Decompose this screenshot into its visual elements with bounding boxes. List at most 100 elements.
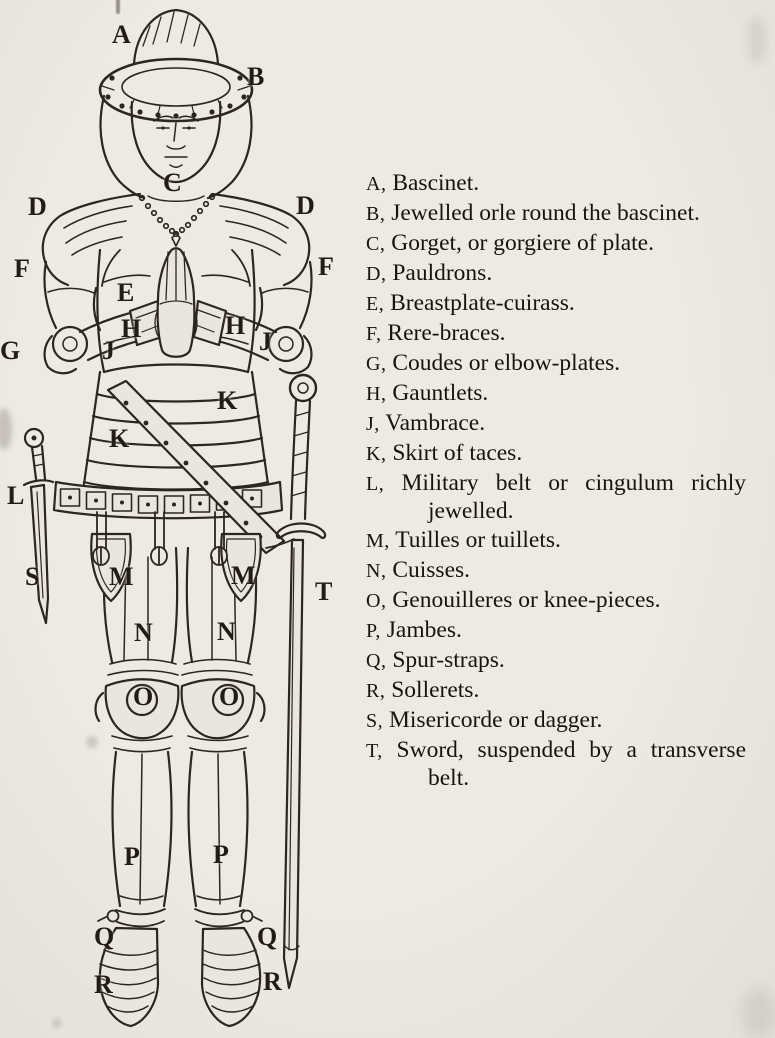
legend-letter: G, xyxy=(366,353,387,375)
figure-label-d-left: D xyxy=(28,192,47,221)
figure-label-t: T xyxy=(315,577,333,606)
legend-letter: D, xyxy=(366,263,387,285)
bascinet-helmet xyxy=(132,8,220,66)
legend-letter: L, xyxy=(366,473,385,495)
legend-list: A, Bascinet. B, Jewelled orle round the … xyxy=(366,170,746,792)
legend-item-p: P, Jambes. xyxy=(366,617,746,645)
legend-term: Vambrace. xyxy=(385,410,486,436)
legend-term: Coudes or elbow-plates. xyxy=(392,350,621,376)
figure-label-h-left: H xyxy=(121,314,142,343)
figure-label-m-right: M xyxy=(231,561,256,590)
legend-term: Bascinet. xyxy=(392,170,480,196)
figure-label-j-left: J xyxy=(102,336,115,365)
legend-item-n: N, Cuisses. xyxy=(366,557,746,585)
legend-term: Skirt of taces. xyxy=(392,440,523,466)
figure-label-j-right: J xyxy=(259,327,272,356)
knight-illustration xyxy=(22,8,327,1028)
legend-term: Military belt or cingulum richly jewelle… xyxy=(401,470,747,524)
figure-label-q-left: Q xyxy=(94,922,115,951)
legend-item-d: D, Pauldrons. xyxy=(366,260,746,288)
legend-term: Breastplate-cuirass. xyxy=(390,290,575,316)
figure-label-r-left: R xyxy=(94,970,113,999)
legend-item-r: R, Sollerets. xyxy=(366,677,746,705)
paper-smudge xyxy=(742,988,775,1038)
legend-item-q: Q, Spur-straps. xyxy=(366,647,746,675)
legend-letter: H, xyxy=(366,383,387,405)
sword xyxy=(275,373,327,990)
jambes xyxy=(111,750,249,908)
legend-letter: R, xyxy=(366,680,386,702)
legend-item-f: F, Rere-braces. xyxy=(366,320,746,348)
legend-item-o: O, Genouilleres or knee-pieces. xyxy=(366,587,746,615)
legend-term: Spur-straps. xyxy=(392,647,505,673)
legend-term: Cuisses. xyxy=(392,557,471,583)
paper-smudge xyxy=(748,16,766,64)
spur-straps xyxy=(97,908,263,928)
vambrace-right xyxy=(216,311,278,362)
legend-item-e: E, Breastplate-cuirass. xyxy=(366,290,746,318)
legend-item-l: L, Military belt or cingulum richly jewe… xyxy=(366,470,746,525)
legend-item-h: H, Gauntlets. xyxy=(366,380,746,408)
figure-label-n-right: N xyxy=(217,617,236,646)
breastplate xyxy=(96,248,256,374)
legend-letter: J, xyxy=(366,413,380,435)
figure-label-m-left: M xyxy=(109,562,134,591)
figure-label-e: E xyxy=(117,278,135,307)
legend-term: Gorget, or gorgiere of plate. xyxy=(391,230,654,256)
rere-brace-left xyxy=(43,260,102,332)
legend-letter: M, xyxy=(366,530,390,552)
figure-label-n-left: N xyxy=(134,618,153,647)
figure-label-s: S xyxy=(25,562,40,591)
legend-term: Sword, suspended by a transverse belt. xyxy=(396,737,747,791)
figure-label-o-right: O xyxy=(219,682,240,711)
figure-label-q-right: Q xyxy=(257,922,278,951)
figure-label-o-left: O xyxy=(133,682,154,711)
figure-label-p-right: P xyxy=(213,840,229,869)
legend-term: Sollerets. xyxy=(391,677,480,703)
figure-label-k-lower: K xyxy=(109,424,130,453)
legend-letter: S, xyxy=(366,710,384,732)
legend-letter: K, xyxy=(366,443,387,465)
legend-item-m: M, Tuilles or tuillets. xyxy=(366,527,746,555)
legend-term: Gauntlets. xyxy=(392,380,489,406)
legend: A, Bascinet. B, Jewelled orle round the … xyxy=(366,170,746,794)
legend-term: Rere-braces. xyxy=(387,320,506,346)
figure-label-b: B xyxy=(247,62,265,91)
jewelled-orle xyxy=(98,57,254,123)
sollerets xyxy=(98,926,262,1028)
genouilleres xyxy=(94,658,266,753)
legend-letter: E, xyxy=(366,293,385,315)
figure-label-d-right: D xyxy=(296,191,315,220)
legend-letter: N, xyxy=(366,560,387,582)
gauntlets-praying-hands xyxy=(128,247,228,358)
legend-item-j: J, Vambrace. xyxy=(366,410,746,438)
legend-term: Tuilles or tuillets. xyxy=(395,527,561,553)
legend-letter: F, xyxy=(366,323,382,345)
figure-label-p-left: P xyxy=(124,842,140,871)
pauldron-left xyxy=(41,192,142,287)
legend-term: Pauldrons. xyxy=(392,260,493,286)
legend-term: Genouilleres or knee-pieces. xyxy=(392,587,661,613)
figure-label-l: L xyxy=(7,481,25,510)
legend-letter: B, xyxy=(366,203,386,225)
legend-item-a: A, Bascinet. xyxy=(366,170,746,198)
figure-label-c: C xyxy=(163,168,182,197)
vambrace-left xyxy=(78,311,140,362)
rere-brace-right xyxy=(254,260,313,332)
legend-item-c: C, Gorget, or gorgiere of plate. xyxy=(366,230,746,258)
figure-label-g: G xyxy=(0,336,21,365)
legend-item-b: B, Jewelled orle round the bascinet. xyxy=(366,200,746,228)
pauldron-right xyxy=(210,192,311,287)
legend-item-s: S, Misericorde or dagger. xyxy=(366,707,746,735)
figure-label-f-right: F xyxy=(318,252,334,281)
legend-letter: T, xyxy=(366,740,383,762)
figure-label-k-upper: K xyxy=(217,386,238,415)
legend-item-g: G, Coudes or elbow-plates. xyxy=(366,350,746,378)
tuilles xyxy=(90,511,262,603)
legend-item-t: T, Sword, suspended by a transverse belt… xyxy=(366,737,746,792)
misericorde-dagger xyxy=(22,427,55,625)
legend-letter: Q, xyxy=(366,650,387,672)
figure-label-h-right: H xyxy=(225,311,246,340)
legend-item-k: K, Skirt of taces. xyxy=(366,440,746,468)
